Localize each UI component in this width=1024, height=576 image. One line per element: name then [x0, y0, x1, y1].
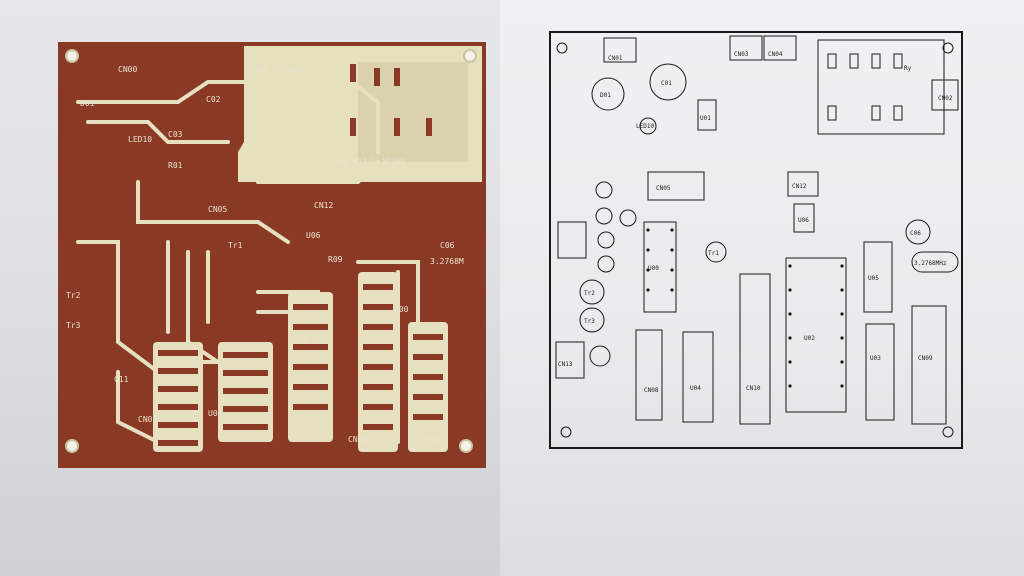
- svg-text:CN12: CN12: [314, 201, 333, 210]
- svg-text:CN04: CN04: [768, 51, 783, 58]
- svg-text:CN02: CN02: [938, 95, 953, 102]
- svg-text:C03: C03: [168, 130, 183, 139]
- svg-text:CN10: CN10: [746, 385, 761, 392]
- svg-text:U00: U00: [394, 305, 409, 314]
- svg-text:R01: R01: [168, 161, 183, 170]
- svg-text:CN03: CN03: [734, 51, 749, 58]
- svg-text:C02: C02: [206, 95, 221, 104]
- svg-text:CN09: CN09: [918, 355, 933, 362]
- svg-text:CN00: CN00: [118, 65, 137, 74]
- svg-text:Tr1: Tr1: [228, 241, 243, 250]
- pcb-board-title: Ry HS2-L-AR30U: [338, 157, 406, 166]
- svg-text:3.2768MHz: 3.2768MHz: [914, 260, 947, 267]
- svg-text:U06: U06: [306, 231, 321, 240]
- svg-text:C06: C06: [440, 241, 455, 250]
- svg-text:C01: C01: [661, 80, 672, 87]
- svg-text:CN01: CN01: [248, 65, 267, 74]
- svg-text:CN05: CN05: [656, 185, 671, 192]
- svg-text:D01: D01: [80, 99, 95, 108]
- svg-text:CN12: CN12: [792, 183, 807, 190]
- svg-text:LED10: LED10: [128, 135, 152, 144]
- svg-text:CN09: CN09: [424, 435, 443, 444]
- svg-text:Tr1: Tr1: [708, 250, 719, 257]
- svg-text:U05: U05: [868, 275, 879, 282]
- svg-text:U04: U04: [690, 385, 701, 392]
- svg-text:U04: U04: [208, 409, 223, 418]
- svg-text:Ry: Ry: [904, 65, 912, 72]
- svg-text:3.2768M: 3.2768M: [430, 257, 464, 266]
- svg-text:CN08: CN08: [138, 415, 157, 424]
- svg-text:Tr2: Tr2: [66, 291, 81, 300]
- svg-text:LED10: LED10: [636, 123, 654, 130]
- svg-text:U06: U06: [798, 217, 809, 224]
- svg-text:U02: U02: [294, 335, 309, 344]
- svg-text:CN13: CN13: [558, 361, 573, 368]
- svg-text:U01: U01: [700, 115, 711, 122]
- svg-text:CN08: CN08: [644, 387, 659, 394]
- svg-text:C11: C11: [114, 375, 129, 384]
- paper-sheet: [500, 0, 1024, 576]
- svg-text:Tr2: Tr2: [584, 290, 595, 297]
- svg-text:C06: C06: [910, 230, 921, 237]
- svg-text:CN05: CN05: [208, 205, 227, 214]
- svg-text:Tr3: Tr3: [584, 318, 595, 325]
- svg-text:Tr3: Tr3: [66, 321, 81, 330]
- svg-text:CN01: CN01: [608, 55, 623, 62]
- component-layout-printout: CN01 CN03 CN04 D01 C01 U01 LED10 CN05 CN…: [549, 31, 963, 449]
- svg-text:U03: U03: [870, 355, 881, 362]
- svg-text:D01: D01: [600, 92, 611, 99]
- svg-text:CN03: CN03: [284, 65, 303, 74]
- svg-text:U00: U00: [648, 265, 659, 272]
- svg-text:R09: R09: [328, 255, 343, 264]
- pcb-board-photo: Ry HS2-L-AR30U CN00 D01 C02 C03 LED10 R0…: [58, 42, 486, 468]
- svg-text:CN10: CN10: [348, 435, 367, 444]
- svg-text:U02: U02: [804, 335, 815, 342]
